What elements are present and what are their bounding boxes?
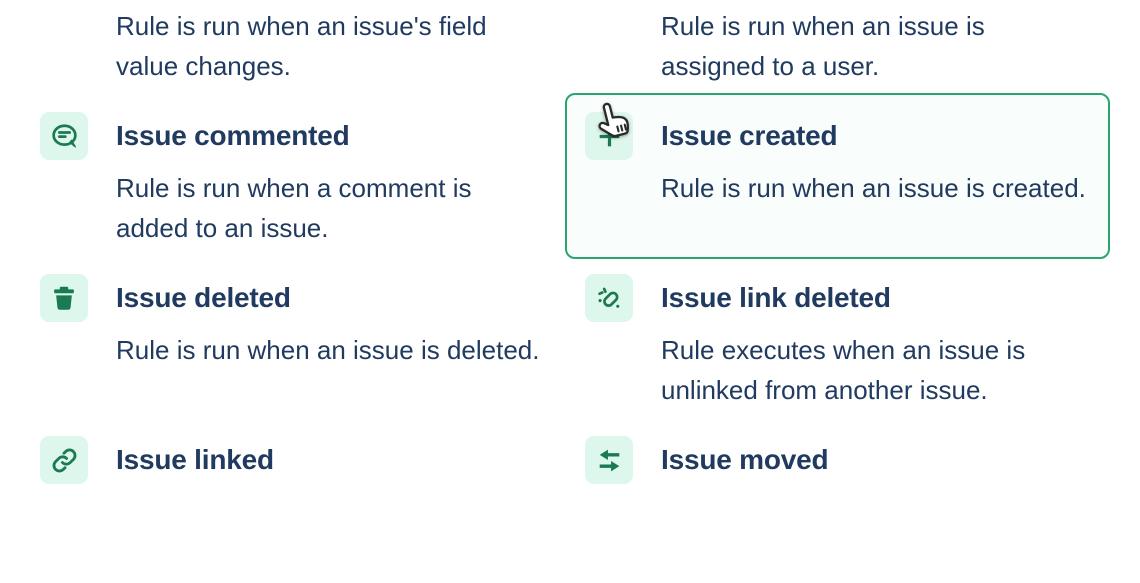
comment-icon xyxy=(40,112,88,160)
link-icon xyxy=(40,436,88,484)
trigger-item-issue-moved[interactable]: Issue moved xyxy=(565,417,1110,583)
trigger-description: Rule is run when an issue is created. xyxy=(661,173,1086,203)
trigger-description: Rule is run when an issue's field value … xyxy=(116,11,487,81)
broken-link-icon xyxy=(585,274,633,322)
trash-icon xyxy=(40,274,88,322)
trigger-item-issue-linked[interactable]: Issue linked xyxy=(20,417,565,583)
trigger-item-issue-assigned[interactable]: Rule is run when an issue is assigned to… xyxy=(565,0,1110,97)
trigger-title: Issue deleted xyxy=(116,282,291,313)
plus-icon xyxy=(585,112,633,160)
trigger-title: Issue linked xyxy=(116,444,274,475)
trigger-description: Rule is run when an issue is assigned to… xyxy=(661,11,985,81)
trigger-title: Issue link deleted xyxy=(661,282,891,313)
move-arrows-icon xyxy=(585,436,633,484)
trigger-title: Issue moved xyxy=(661,444,829,475)
trigger-description: Rule executes when an issue is unlinked … xyxy=(661,335,1026,405)
trigger-title: Issue created xyxy=(661,120,838,151)
trigger-item-field-value-changed[interactable]: Rule is run when an issue's field value … xyxy=(20,0,565,97)
trigger-grid: Rule is run when an issue's field value … xyxy=(20,0,1140,579)
trigger-description: Rule is run when an issue is deleted. xyxy=(116,335,540,365)
trigger-description: Rule is run when a comment is added to a… xyxy=(116,173,472,243)
trigger-title: Issue commented xyxy=(116,120,350,151)
